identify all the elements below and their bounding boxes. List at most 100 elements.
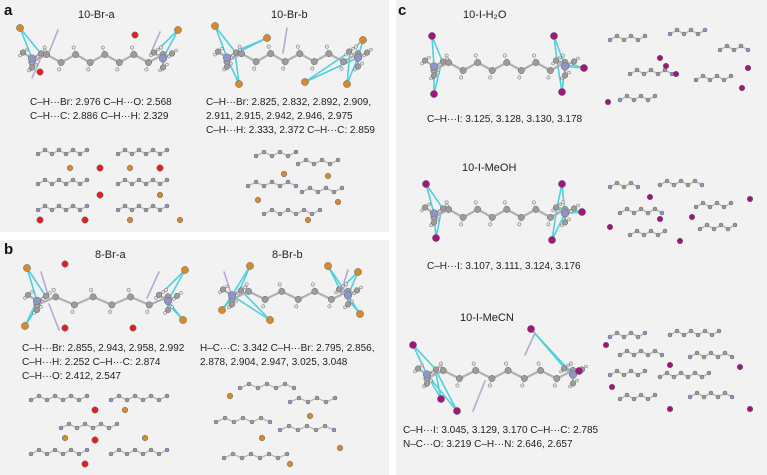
- methyl-carbon: [560, 365, 568, 372]
- contact-line: [346, 56, 359, 85]
- bromide-ion: [334, 198, 342, 206]
- carbon-atom: [455, 375, 463, 382]
- nitrogen-atom: [35, 181, 41, 187]
- carbon-atom: [116, 447, 122, 453]
- contact-line: [553, 35, 558, 62]
- hydrogen-atom: [551, 208, 555, 213]
- iodide-ion: [422, 180, 430, 188]
- carbon-atom: [724, 43, 730, 49]
- carbon-atom: [488, 67, 496, 74]
- nitrogen-atom: [27, 54, 37, 63]
- oxygen-atom: [156, 164, 164, 172]
- carbon-atom: [715, 354, 721, 360]
- hydrogen-atom: [436, 217, 440, 222]
- hydrogen-atom: [552, 383, 557, 388]
- carbon-atom: [681, 31, 687, 37]
- nitrogen-atom: [293, 149, 299, 155]
- hydrogen-atom: [341, 284, 345, 289]
- hydrogen-atom: [42, 45, 47, 50]
- nitrogen-atom: [284, 451, 290, 457]
- hydrogen-atom: [502, 53, 507, 58]
- panel-a-left-title: 10-Br-a: [78, 9, 115, 21]
- packing-8-br-a: [28, 393, 170, 468]
- hydrogen-atom: [159, 45, 163, 50]
- hydrogen-atom: [225, 284, 229, 289]
- carbon-atom: [638, 348, 644, 354]
- hydrogen-atom: [231, 53, 235, 58]
- oxygen-atom: [131, 31, 139, 39]
- hydrogen-atom: [100, 45, 105, 50]
- oxygen-atom: [36, 68, 44, 76]
- nitrogen-atom: [114, 421, 120, 427]
- methyl-carbon: [168, 50, 176, 57]
- bromide-ion: [301, 78, 309, 86]
- iodide-ion: [604, 98, 612, 106]
- carbon-atom: [222, 415, 228, 421]
- contact-line: [31, 59, 41, 79]
- methyl-carbon: [421, 57, 429, 64]
- hydrogen-atom: [294, 304, 299, 309]
- hydrogen-atom: [473, 53, 478, 58]
- hydrogen-atom: [167, 54, 171, 59]
- nitrogen-atom: [728, 200, 734, 206]
- bromide-ion: [246, 262, 254, 270]
- carbon-atom: [699, 374, 705, 380]
- hydrogen-atom: [369, 47, 373, 52]
- hydrogen-atom: [445, 56, 449, 61]
- carbon-atom: [621, 372, 627, 378]
- methyl-carbon: [561, 72, 569, 79]
- panel-c-letter: c: [398, 2, 407, 19]
- hydrogen-atom: [327, 304, 332, 309]
- carbon-atom: [63, 207, 69, 213]
- carbon-atom: [52, 447, 58, 453]
- iodide-ion: [672, 70, 680, 78]
- hydrogen-atom: [436, 70, 440, 75]
- bromide-ion: [254, 196, 262, 204]
- nitrogen-atom: [617, 210, 623, 216]
- carbon-atom: [285, 207, 291, 213]
- nitrogen-atom: [627, 71, 633, 77]
- hydrogen-atom: [429, 76, 433, 81]
- methyl-carbon: [363, 49, 371, 56]
- hydrogen-atom: [420, 363, 424, 368]
- nitrogen-atom: [158, 54, 168, 63]
- panel-c-mecn-line-1: C–H···I: 3.045, 3.129, 3.170 C–H···C: 2.…: [403, 425, 599, 436]
- hydrogen-atom: [438, 364, 442, 369]
- methyl-carbon: [353, 287, 361, 294]
- methyl-carbon: [421, 204, 429, 211]
- carbon-atom: [738, 43, 744, 49]
- carbon-atom: [671, 374, 677, 380]
- carbon-atom: [701, 354, 707, 360]
- nitrogen-atom: [28, 451, 34, 457]
- carbon-atom: [143, 181, 149, 187]
- methyl-carbon: [173, 292, 181, 299]
- carbon-atom: [90, 425, 96, 431]
- carbon-atom: [315, 189, 321, 195]
- nitrogen-atom: [164, 177, 170, 183]
- contact-line: [346, 50, 351, 85]
- nitrogen-atom: [317, 207, 323, 213]
- carbon-atom: [70, 301, 78, 309]
- carbon-atom: [652, 206, 658, 212]
- carbon-atom: [621, 184, 627, 190]
- iodide-ion: [575, 367, 583, 375]
- carbon-atom: [285, 153, 291, 159]
- iodide-ion: [746, 405, 754, 413]
- contact-line: [26, 267, 46, 296]
- carbon-atom: [641, 232, 647, 238]
- contact-line: [431, 35, 443, 62]
- panel-b-right-title: 8-Br-b: [272, 249, 303, 261]
- carbon-atom: [714, 73, 720, 79]
- nitrogen-atom: [58, 425, 64, 431]
- carbon-atom: [248, 451, 254, 457]
- carbon-atom: [678, 370, 684, 376]
- carbon-atom: [339, 58, 347, 66]
- carbon-atom: [685, 182, 691, 188]
- nitrogen-atom: [617, 396, 623, 402]
- hydrogen-atom: [531, 200, 536, 205]
- hydrogen-atom: [561, 200, 565, 205]
- carbon-atom: [42, 147, 48, 153]
- bromide-ion: [21, 322, 29, 330]
- hydrogen-atom: [229, 61, 233, 66]
- hydrogen-atom: [353, 67, 357, 72]
